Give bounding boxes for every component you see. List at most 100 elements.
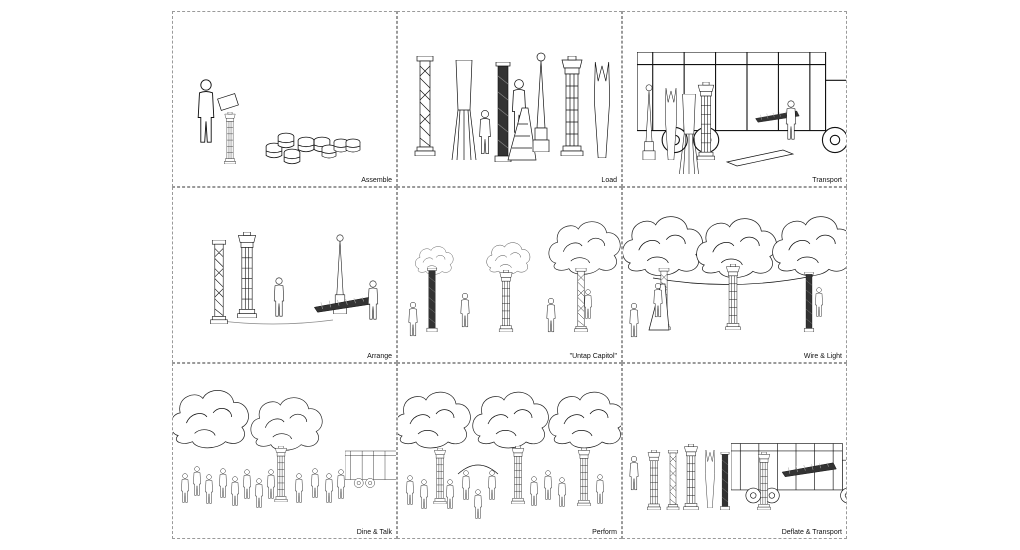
panel-caption: Perform [592,529,617,536]
column-icon [647,450,661,510]
column-icon [494,62,512,162]
person-figure-icon [367,280,379,320]
ladder-icon [507,107,537,161]
column-icon [683,444,699,510]
drum-icon [283,148,301,165]
column-icon [498,270,514,332]
column-icon [414,56,436,156]
panel-load: Load [397,11,622,187]
arrange-illustration [210,232,379,325]
person-figure-icon [181,473,189,503]
tree-canopy-icon [173,389,249,449]
panel-caption: Transport [812,177,842,184]
person-figure-icon [295,473,303,503]
ramp-icon [725,149,795,167]
tree-canopy-icon [548,221,621,275]
person-figure-icon [815,287,823,317]
person-figure-icon [197,79,215,143]
person-figure-icon [479,109,491,155]
perform-illustration [398,391,621,519]
person-figure-icon [629,455,639,491]
person-figure-icon [420,479,428,509]
person-figure-icon [205,474,213,504]
person-figure-icon [219,468,227,498]
person-figure-icon [546,297,556,333]
deflate-transport-illustration [629,443,846,510]
load-illustration [414,52,611,162]
panel-perform: Perform [397,363,622,539]
wire-light-illustration [623,216,846,338]
bucket-icon [217,93,239,111]
panel-caption: Assemble [361,177,392,184]
person-figure-icon [596,474,604,504]
panel-dine-talk: Dine & Talk [172,363,397,539]
drum-icon [297,136,315,153]
person-figure-icon [544,470,552,500]
person-figure-icon [558,477,566,507]
person-figure-icon [337,469,345,499]
tree-canopy-icon [472,391,549,449]
tree-canopy-icon [398,391,471,449]
column-icon [426,268,438,332]
panel-assemble: Assemble [172,11,397,187]
person-figure-icon [584,289,592,319]
dine-talk-illustration [173,389,396,508]
transport-illustration [637,52,846,174]
panel-caption: Load [601,177,617,184]
person-figure-icon [408,301,418,337]
column-icon [223,112,237,164]
person-figure-icon [488,470,496,500]
path-line [212,319,334,325]
tree-canopy-icon [772,216,846,277]
panel-transport: Transport [622,11,847,187]
truck-icon [345,450,396,488]
person-figure-icon [462,470,470,500]
column-icon [560,56,584,156]
person-figure-icon [267,469,275,499]
storyboard-grid: Assemble Load Transport [172,11,847,539]
person-figure-icon [231,476,239,506]
column-icon [274,446,288,502]
column-icon [237,232,257,318]
tree-canopy-icon [250,397,323,451]
column-icon [577,448,591,506]
tree-canopy-icon [548,391,621,449]
column-icon [593,62,611,158]
untap-capitol-illustration [408,221,621,337]
person-figure-icon [460,292,470,328]
person-figure-icon [311,468,319,498]
column-icon [433,448,447,504]
column-icon [720,452,730,510]
column-icon [511,446,525,504]
person-figure-icon [255,478,263,508]
panel-caption: Arrange [367,353,392,360]
column-icon [532,52,550,152]
column-icon [803,272,815,332]
performer-arms [457,464,499,475]
person-figure-icon [243,469,251,499]
column-icon [451,60,477,160]
panel-caption: "Untap Capitol" [569,353,617,360]
tree-canopy-icon [623,216,704,277]
panel-caption: Deflate & Transport [781,529,842,536]
panel-caption: Wire & Light [803,353,842,360]
person-figure-icon [629,302,639,338]
column-icon [666,450,680,510]
panel-arrange: Arrange [172,187,397,363]
person-figure-icon [273,277,285,317]
person-figure-icon [446,479,454,509]
person-figure-icon [474,489,482,519]
panel-deflate-transport: Deflate & Transport [622,363,847,539]
drum-icon [277,132,295,149]
assemble-illustration [197,79,361,165]
column-icon [210,240,228,324]
column-icon [705,450,715,508]
person-figure-icon [530,476,538,506]
person-figure-icon [406,475,414,505]
person-figure-icon [325,473,333,503]
drum-icon [345,138,361,153]
tree-canopy-icon [486,242,531,275]
panel-caption: Dine & Talk [356,529,392,536]
panel-untap-capitol: "Untap Capitol" [397,187,622,363]
panel-wire-light: Wire & Light [622,187,847,363]
